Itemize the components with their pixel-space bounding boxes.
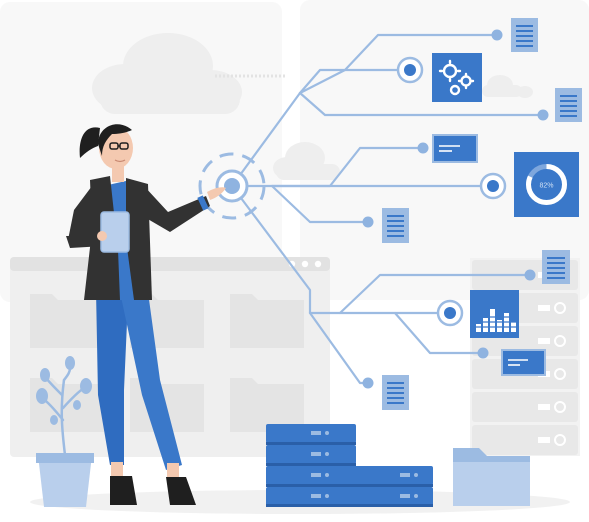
document-icon (382, 208, 409, 243)
cloud-icon (482, 75, 522, 97)
glasses-icon (109, 142, 129, 150)
window-dot (301, 260, 309, 268)
window-titlebar (10, 257, 330, 271)
node-dot (524, 269, 536, 281)
donut-chart-panel: 82% (514, 152, 579, 217)
node-dot (417, 142, 429, 154)
document-icon (382, 375, 409, 410)
donut-percentage-label: 82% (539, 183, 553, 190)
server-block (266, 424, 356, 445)
hand (97, 231, 107, 241)
folder-icon (230, 294, 304, 348)
woman-figure (66, 124, 226, 505)
cloud-icon (273, 142, 340, 180)
server-rack (470, 258, 580, 456)
gears-icon (432, 53, 482, 102)
server-block (266, 445, 356, 466)
folder-icon (230, 378, 304, 432)
window-dot (314, 260, 322, 268)
folder-icon (30, 294, 104, 348)
server-unit (472, 425, 578, 455)
pointing-hand (207, 187, 226, 200)
document-icon (511, 18, 538, 52)
right-shoe (166, 477, 196, 505)
left-leg (96, 290, 128, 465)
folder-icon (453, 448, 530, 506)
plant-icon (36, 356, 94, 507)
ponytail (79, 127, 100, 158)
server-block (266, 487, 356, 507)
server-block (341, 487, 433, 507)
server-block (266, 466, 356, 487)
ring-node (479, 172, 507, 200)
cloud-icon (517, 86, 533, 98)
node-dot (362, 216, 374, 228)
touch-point (198, 152, 266, 220)
plant-pot (38, 455, 92, 507)
server-unit (472, 392, 578, 422)
server-stack-icon (266, 424, 433, 507)
cloud-icon (92, 33, 242, 114)
bar-chart-icon (470, 290, 519, 338)
tablet-icon (100, 211, 130, 253)
document-icons (382, 18, 582, 410)
connection-lines (230, 33, 545, 385)
server-block (341, 466, 433, 487)
donut-progress-arc (526, 164, 567, 205)
mini-window-icon (501, 349, 546, 376)
node-dot (362, 377, 374, 389)
node-dot (491, 29, 503, 41)
right-leg (120, 292, 182, 470)
ring-node (436, 299, 464, 327)
ring-nodes (396, 56, 507, 327)
ring-node (396, 56, 424, 84)
mini-window-icon (432, 134, 478, 163)
document-icon (542, 250, 570, 284)
left-shoe (110, 476, 137, 505)
node-dot (477, 347, 489, 359)
document-icon (555, 88, 582, 122)
hair (98, 124, 132, 156)
node-dot (537, 109, 549, 121)
connection-nodes (362, 29, 549, 389)
